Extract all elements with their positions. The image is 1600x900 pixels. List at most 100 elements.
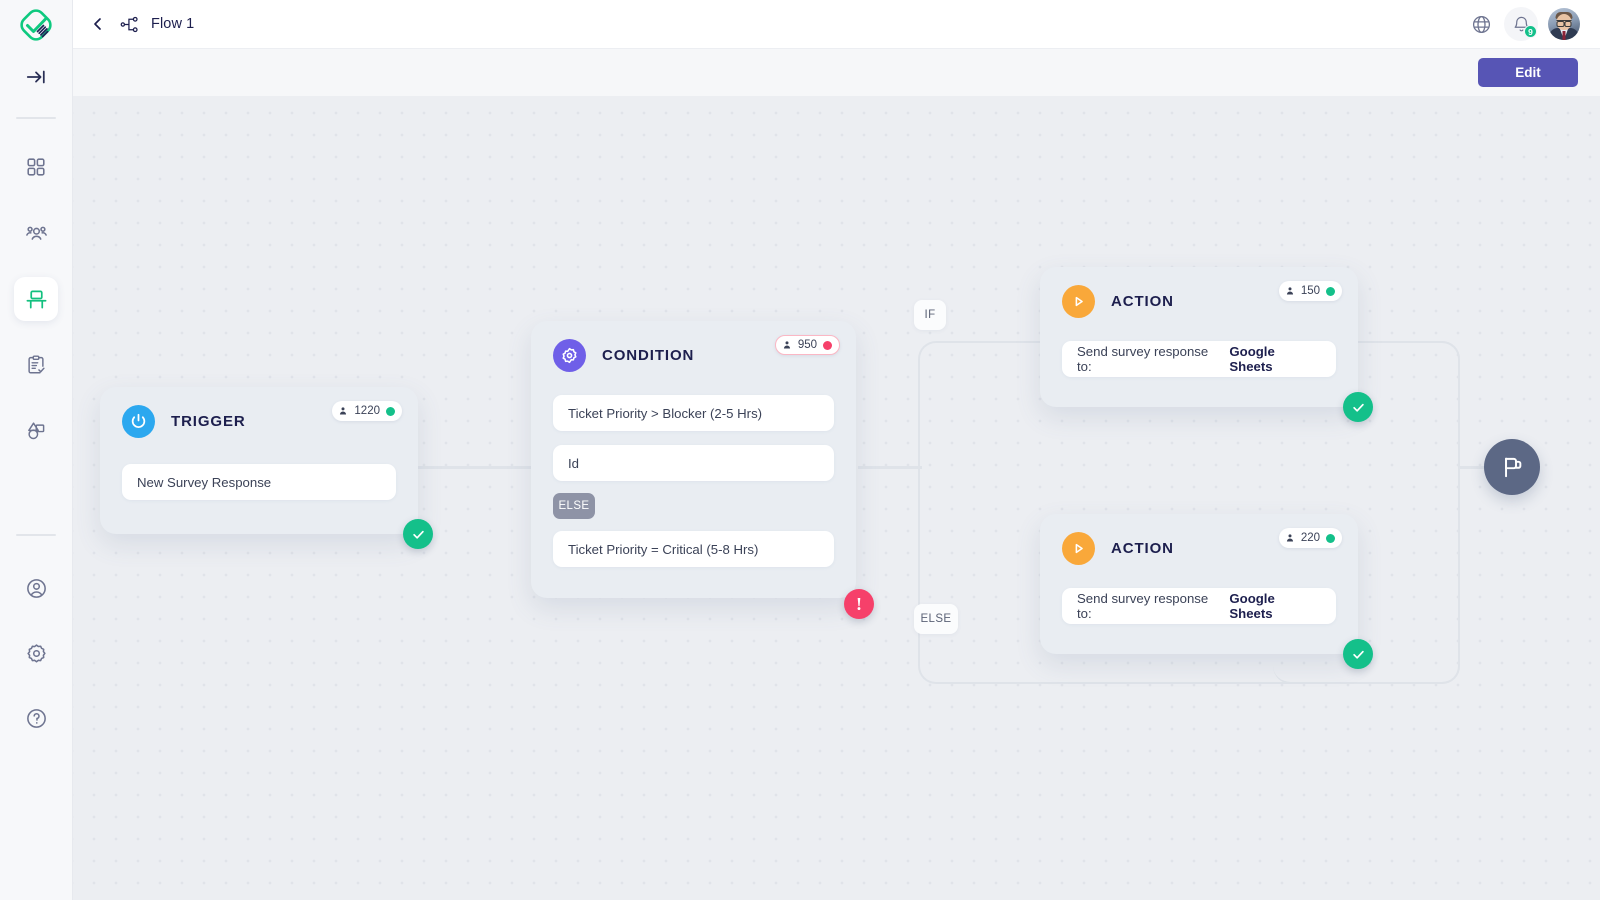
brand-logo-icon <box>20 8 52 41</box>
check-icon <box>1352 403 1364 412</box>
node-condition-field-3-text: Ticket Priority = Critical (5-8 Hrs) <box>568 541 759 557</box>
play-icon <box>1062 285 1095 318</box>
chevron-left-icon <box>94 18 101 30</box>
globe-icon <box>1472 15 1490 33</box>
node-condition-else-tag: ELSE <box>553 493 595 519</box>
arrow-to-right-icon <box>26 70 45 84</box>
notifications-button[interactable]: 9 <box>1504 7 1538 41</box>
node-action-2-count-chip: 220 <box>1278 528 1342 548</box>
node-trigger-status-dot <box>386 406 395 416</box>
node-condition-field-1[interactable]: Ticket Priority > Blocker (2-5 Hrs) <box>553 395 834 431</box>
node-action-2-count: 220 <box>1300 532 1320 544</box>
node-trigger-header: TRIGGER <box>122 405 396 438</box>
person-icon <box>1286 287 1293 295</box>
node-action-1-status-dot <box>1326 286 1335 296</box>
node-condition-field-2[interactable]: Id <box>553 445 834 481</box>
sidebar-item-settings[interactable] <box>14 631 58 675</box>
node-action-1-count: 150 <box>1300 285 1320 297</box>
node-condition-count-chip: 950 <box>774 335 840 355</box>
back-button[interactable] <box>90 16 106 32</box>
sidebar-divider-top <box>16 117 56 119</box>
sidebar-item-templates[interactable] <box>14 409 58 453</box>
node-condition-status-glyph: ! <box>856 593 862 614</box>
header-actions: 9 <box>1464 7 1600 41</box>
notification-count-badge: 9 <box>1524 25 1537 38</box>
play-glyph <box>1075 543 1083 554</box>
node-condition-field-3[interactable]: Ticket Priority = Critical (5-8 Hrs) <box>553 531 834 567</box>
apps-grid-icon <box>27 158 45 176</box>
node-action-2-field[interactable]: Send survey response to: Google Sheets <box>1062 588 1336 624</box>
node-action-1-field[interactable]: Send survey response to: Google Sheets <box>1062 341 1336 377</box>
power-glyph <box>131 413 146 428</box>
user-circle-icon <box>26 578 46 598</box>
avatar-glasses <box>1556 20 1572 27</box>
flag-icon <box>1505 457 1522 478</box>
node-action-1-title: ACTION <box>1111 293 1174 310</box>
workflow-desk-icon <box>26 289 46 309</box>
collapse-sidebar-button[interactable] <box>14 55 58 99</box>
node-condition-title: CONDITION <box>602 347 695 364</box>
node-condition-status-badge: ! <box>844 589 874 619</box>
check-icon <box>1352 650 1364 659</box>
branch-label-else: ELSE <box>914 604 958 634</box>
check-icon <box>412 530 424 539</box>
sidebar <box>0 0 73 900</box>
gear-icon <box>26 643 46 663</box>
node-action-2-title: ACTION <box>1111 540 1174 557</box>
page-title: Flow 1 <box>151 16 195 32</box>
node-condition-field-1-text: Ticket Priority > Blocker (2-5 Hrs) <box>568 405 763 421</box>
connector-trigger-condition <box>418 466 618 469</box>
avatar-tie <box>1562 31 1566 40</box>
question-circle-icon <box>26 708 46 728</box>
node-trigger-field[interactable]: New Survey Response <box>122 464 396 500</box>
node-action-1[interactable]: 150 ACTION Send survey response to: Goog… <box>1040 267 1373 422</box>
node-action-2-field-strong: Google Sheets <box>1229 591 1275 621</box>
flow-tree-icon <box>119 14 139 34</box>
connector-condition-branch <box>858 466 922 469</box>
node-condition[interactable]: 950 CONDITION Ticket Priority > Blocker … <box>531 321 874 619</box>
node-end-flag[interactable] <box>1484 439 1540 495</box>
node-action-1-status-badge <box>1343 392 1373 422</box>
person-icon <box>783 341 790 349</box>
node-trigger-count-chip: 1220 <box>332 401 402 421</box>
node-condition-count: 950 <box>797 339 817 351</box>
person-icon <box>340 407 347 415</box>
node-trigger[interactable]: 1220 TRIGGER New Survey Response <box>100 387 433 549</box>
branch-label-if: IF <box>914 300 946 330</box>
flow-tree-glyph <box>120 16 138 32</box>
brand-logo[interactable] <box>0 0 73 49</box>
edit-button[interactable]: Edit <box>1478 58 1578 87</box>
node-action-2-field-text: Send survey response to: <box>1077 591 1209 621</box>
sidebar-item-contacts[interactable] <box>14 211 58 255</box>
node-condition-status-dot <box>823 340 832 350</box>
avatar[interactable] <box>1548 8 1580 40</box>
settings-gear-icon <box>553 339 586 372</box>
sidebar-item-tasks[interactable] <box>14 343 58 387</box>
node-condition-header: CONDITION <box>553 339 834 372</box>
node-action-2-status-dot <box>1326 533 1335 543</box>
gear-glyph <box>562 347 577 364</box>
node-action-1-header: ACTION <box>1062 285 1336 318</box>
shapes-icon <box>28 422 45 440</box>
play-glyph <box>1075 296 1083 307</box>
sidebar-divider-bottom <box>16 534 56 536</box>
sidebar-item-flows[interactable] <box>14 277 58 321</box>
node-action-2-header: ACTION <box>1062 532 1336 565</box>
node-trigger-title: TRIGGER <box>171 413 246 430</box>
top-header-bar: Flow 1 9 <box>73 0 1600 49</box>
sidebar-item-apps[interactable] <box>14 145 58 189</box>
play-icon <box>1062 532 1095 565</box>
language-globe-button[interactable] <box>1464 7 1498 41</box>
node-action-2[interactable]: 220 ACTION Send survey response to: Goog… <box>1040 514 1373 669</box>
node-trigger-field-text: New Survey Response <box>137 474 272 490</box>
node-action-1-field-text: Send survey response to: <box>1077 344 1209 374</box>
clipboard-check-icon <box>28 355 45 374</box>
node-condition-field-2-text: Id <box>568 455 579 471</box>
sidebar-item-help[interactable] <box>14 696 58 740</box>
flow-canvas[interactable]: IF ELSE 1220 T <box>73 97 1600 900</box>
node-trigger-status-badge <box>403 519 433 549</box>
sidebar-item-profile[interactable] <box>14 566 58 610</box>
node-action-2-status-badge <box>1343 639 1373 669</box>
node-action-1-count-chip: 150 <box>1278 281 1342 301</box>
